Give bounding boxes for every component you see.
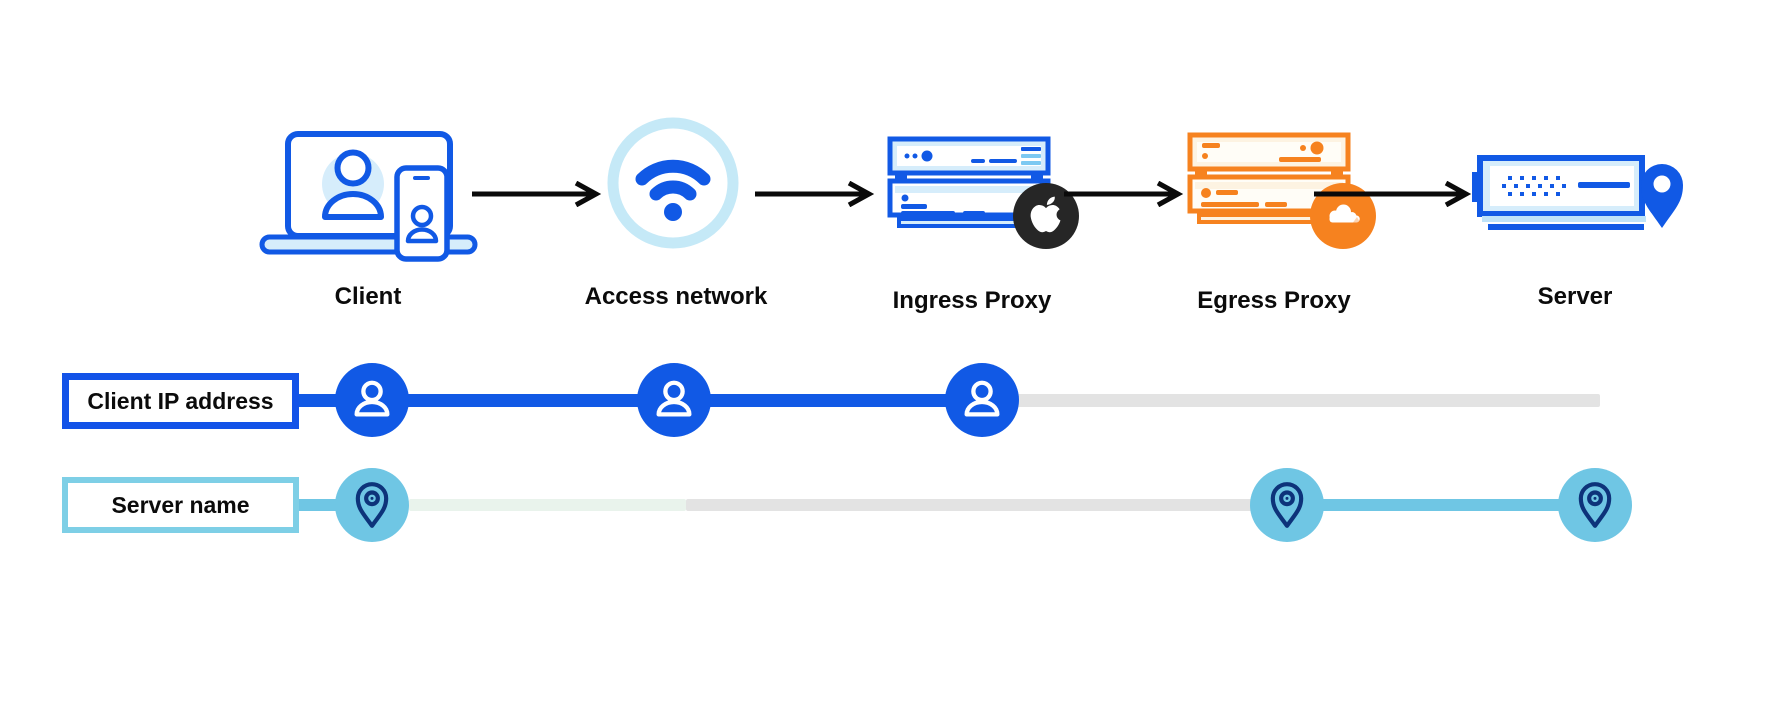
arrow-client-to-access [472,181,602,207]
apple-logo-glyph [1030,196,1062,233]
client-ip-marker-client [335,363,409,437]
laptop-phone-user-icon [259,131,478,262]
server-name-hidden-line [686,499,1287,511]
server-name-label: Server name [111,491,250,518]
server-node [1472,152,1692,247]
client-ip-label: Client IP address [87,387,274,414]
server-name-label-box: Server name [62,477,299,533]
person-icon [354,380,390,417]
client-ip-marker-ingress-proxy [945,363,1019,437]
cloudflare-cloud-glyph [1329,204,1360,223]
access-network-node [606,116,741,256]
server-name-faint-line [409,499,686,511]
server-name-visible-line-egress-to-server [1287,499,1595,511]
client-ip-marker-access-network [637,363,711,437]
server-name-marker-client [335,468,409,542]
client-ip-hidden-line [982,394,1600,407]
arrow-ingress-to-egress [1064,181,1184,207]
client-label: Client [334,283,402,310]
server-name-marker-server [1558,468,1632,542]
arrow-egress-to-server [1314,181,1472,207]
location-pin-icon [355,482,389,528]
client-ip-label-box: Client IP address [62,373,299,429]
server-label: Server [1537,283,1613,310]
ingress-proxy-label: Ingress Proxy [892,287,1052,314]
server-name-marker-egress-proxy [1250,468,1324,542]
server-location-pin-icon [1472,155,1683,230]
person-icon [964,380,1000,417]
access-network-label: Access network [584,283,768,310]
location-pin-icon [1578,482,1612,528]
person-icon [656,380,692,417]
apple-logo-icon [1013,183,1079,249]
client-node [256,104,481,269]
egress-proxy-label: Egress Proxy [1197,287,1351,314]
location-pin-icon [1641,164,1683,228]
location-pin-icon [1270,482,1304,528]
wifi-icon [607,117,739,249]
arrow-access-to-ingress [755,181,875,207]
